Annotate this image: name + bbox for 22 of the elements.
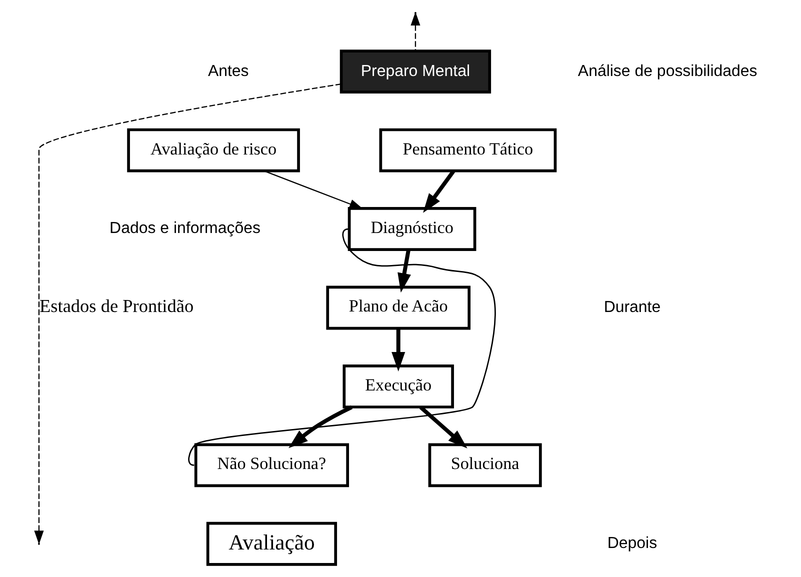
arrow [422, 170, 455, 213]
edge-label: Estados de Prontidão [39, 296, 194, 316]
node-box: Avaliação de risco [126, 128, 300, 172]
label: Antes [207, 62, 248, 80]
node-box: Preparo Mental [339, 50, 491, 94]
label: Durante [603, 298, 660, 316]
node-box: Plano de Acão [326, 286, 470, 330]
arrow [418, 406, 467, 448]
label: Dados e informações [109, 220, 260, 238]
node-box: Pensamento Tático [378, 128, 556, 172]
node-box: Execução [342, 364, 454, 408]
arrow [391, 328, 405, 372]
arrow [34, 84, 341, 544]
arrow [263, 170, 363, 210]
arrow [397, 249, 410, 293]
label: Depois [606, 535, 657, 552]
node-box: Soluciona [428, 443, 542, 488]
label: Análise de possibilidades [577, 62, 757, 80]
node-box: Diagnóstico [347, 207, 476, 251]
node-box: Não Soluciona? [194, 443, 348, 488]
node-box: Avaliação [206, 522, 337, 566]
arrow [288, 405, 352, 448]
